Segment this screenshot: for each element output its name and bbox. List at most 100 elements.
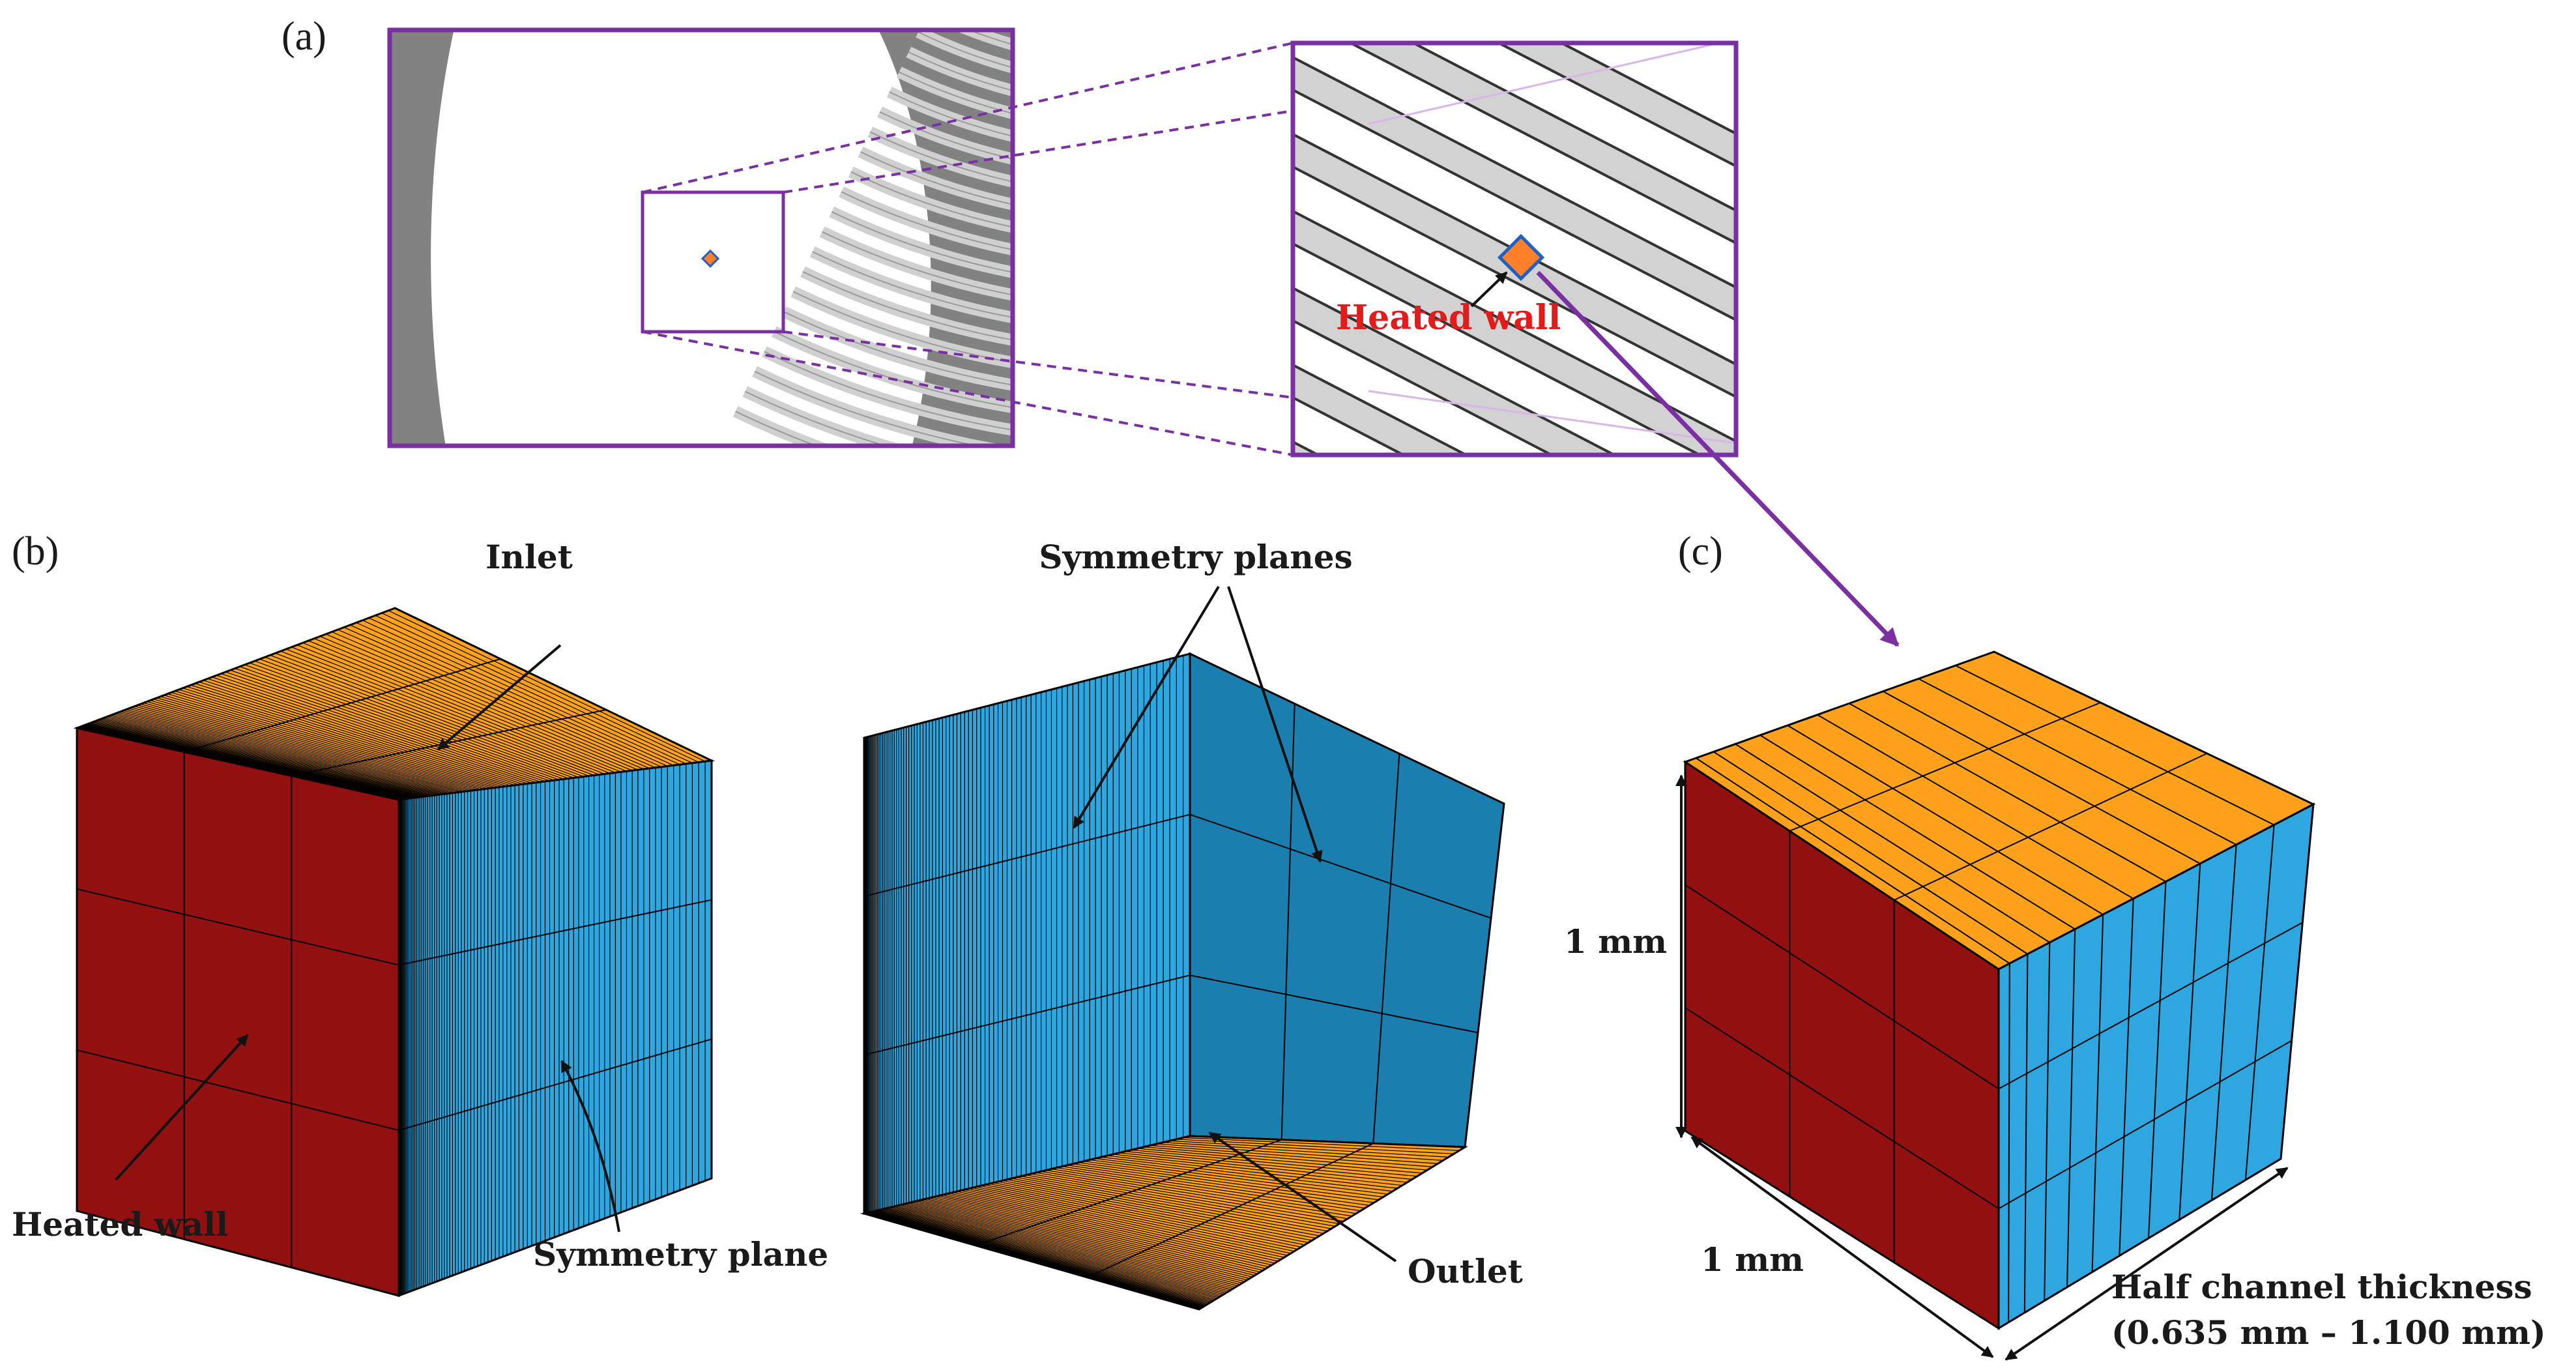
mesh-line xyxy=(890,1206,1221,1297)
mesh-line xyxy=(1095,1158,1388,1195)
vane-edge xyxy=(783,311,1013,386)
vane-edge xyxy=(889,91,1013,137)
depth-dimension xyxy=(1690,1136,1994,1358)
mesh-line xyxy=(2210,844,2237,1201)
mesh-cube-single xyxy=(1683,650,2316,1330)
mesh-line xyxy=(884,1208,1216,1300)
vane-edge xyxy=(774,330,1013,409)
height-dimension-label: 1 mm xyxy=(1564,922,1667,961)
mesh-line xyxy=(1735,743,2050,943)
vane-edge xyxy=(822,231,1013,296)
inlet-label: Inlet xyxy=(485,538,573,576)
mesh-line xyxy=(1183,1137,1460,1151)
mesh-line xyxy=(225,671,545,782)
symmetry-planes-arrow-left xyxy=(1073,585,1220,829)
vane-edge xyxy=(764,351,1013,431)
mesh-line xyxy=(1685,884,1999,1090)
mesh-line xyxy=(957,1191,1275,1264)
mesh-line xyxy=(194,683,515,786)
mesh-line xyxy=(106,716,428,797)
mesh-line xyxy=(179,689,500,788)
mesh-line xyxy=(82,725,405,800)
mesh-line xyxy=(961,1190,1279,1262)
mesh-line xyxy=(1787,725,2104,915)
vane-edge xyxy=(908,51,1013,91)
zoom-frame xyxy=(1290,40,1739,458)
mesh-line xyxy=(878,1209,1211,1303)
mesh-line xyxy=(313,638,633,771)
mesh-line xyxy=(325,634,644,770)
mesh-line xyxy=(244,664,564,780)
mesh-line xyxy=(115,713,437,796)
mesh-line xyxy=(2244,824,2275,1180)
mesh-line xyxy=(186,686,507,787)
mesh-line xyxy=(1144,1146,1428,1171)
mesh-line xyxy=(989,1183,1301,1247)
mesh-line xyxy=(87,723,409,799)
mesh-line xyxy=(935,1196,1258,1274)
mesh-line xyxy=(1789,702,2101,832)
mesh-line xyxy=(877,1210,1211,1304)
vane-edge xyxy=(831,211,1013,273)
mesh-line xyxy=(1163,1142,1443,1161)
mesh-line xyxy=(76,1049,399,1131)
mesh-line xyxy=(976,1139,1282,1246)
mesh-line xyxy=(1101,1156,1393,1192)
mesh-line xyxy=(894,1206,1224,1295)
mesh-line xyxy=(362,620,680,765)
mesh-line xyxy=(275,652,594,776)
mesh-line xyxy=(96,720,418,798)
zoom-vane xyxy=(1293,286,1617,455)
mesh-line xyxy=(914,1201,1240,1285)
mesh-line xyxy=(964,1189,1281,1260)
mesh-line xyxy=(302,642,622,772)
mesh-line xyxy=(1150,1144,1433,1167)
mesh-line xyxy=(1021,1176,1327,1232)
mesh-line xyxy=(1125,1151,1413,1180)
overview-frame xyxy=(387,27,1015,448)
vane-edge xyxy=(744,390,888,446)
mesh-line xyxy=(182,688,503,787)
mesh-line xyxy=(917,1201,1243,1284)
mesh-line xyxy=(1051,1168,1352,1217)
mesh-line xyxy=(259,658,579,778)
cube2-mesh-lines xyxy=(863,655,1492,1310)
mesh-line xyxy=(128,708,450,794)
vane-edge xyxy=(918,31,1013,68)
mesh-line xyxy=(1817,714,2134,899)
mesh-line xyxy=(953,1191,1272,1266)
mesh-line xyxy=(147,701,468,792)
mesh-line xyxy=(381,613,699,763)
vane-edge xyxy=(802,270,1013,341)
mesh-line xyxy=(1137,1148,1423,1174)
vane-edge xyxy=(967,30,1013,46)
mesh-line xyxy=(167,693,488,789)
mesh-line xyxy=(976,1186,1292,1254)
mesh-line xyxy=(926,1198,1250,1279)
mesh-line xyxy=(968,1188,1284,1258)
mesh-cube-back xyxy=(860,652,1505,1311)
outlet-label: Outlet xyxy=(1408,1252,1523,1290)
mesh-line xyxy=(923,1199,1247,1281)
mesh-line xyxy=(216,675,536,783)
half-channel-label-2: (0.635 mm – 1.100 mm) xyxy=(2111,1313,2546,1352)
mesh-line xyxy=(876,1210,1209,1304)
mesh-line xyxy=(254,660,574,779)
mesh-line xyxy=(863,974,1191,1056)
mesh-line xyxy=(98,720,420,798)
symmetry-planes-arrow-right xyxy=(1227,586,1323,863)
location-marker xyxy=(701,249,720,268)
mesh-line xyxy=(869,1212,1204,1307)
panel-label-c: (c) xyxy=(1678,529,1723,574)
mesh-line xyxy=(1189,974,1479,1034)
overview-image xyxy=(390,30,1013,446)
mesh-line xyxy=(90,722,412,799)
mesh-line xyxy=(1372,753,1400,1144)
half-channel-label-1: Half channel thickness xyxy=(2111,1268,2532,1306)
mesh-line xyxy=(203,680,524,785)
mesh-line xyxy=(343,626,662,768)
mesh-line xyxy=(171,692,492,789)
symmetry-planes-label: Symmetry planes xyxy=(1039,538,1352,576)
mesh-line xyxy=(1759,735,2076,930)
mesh-line xyxy=(398,899,712,966)
